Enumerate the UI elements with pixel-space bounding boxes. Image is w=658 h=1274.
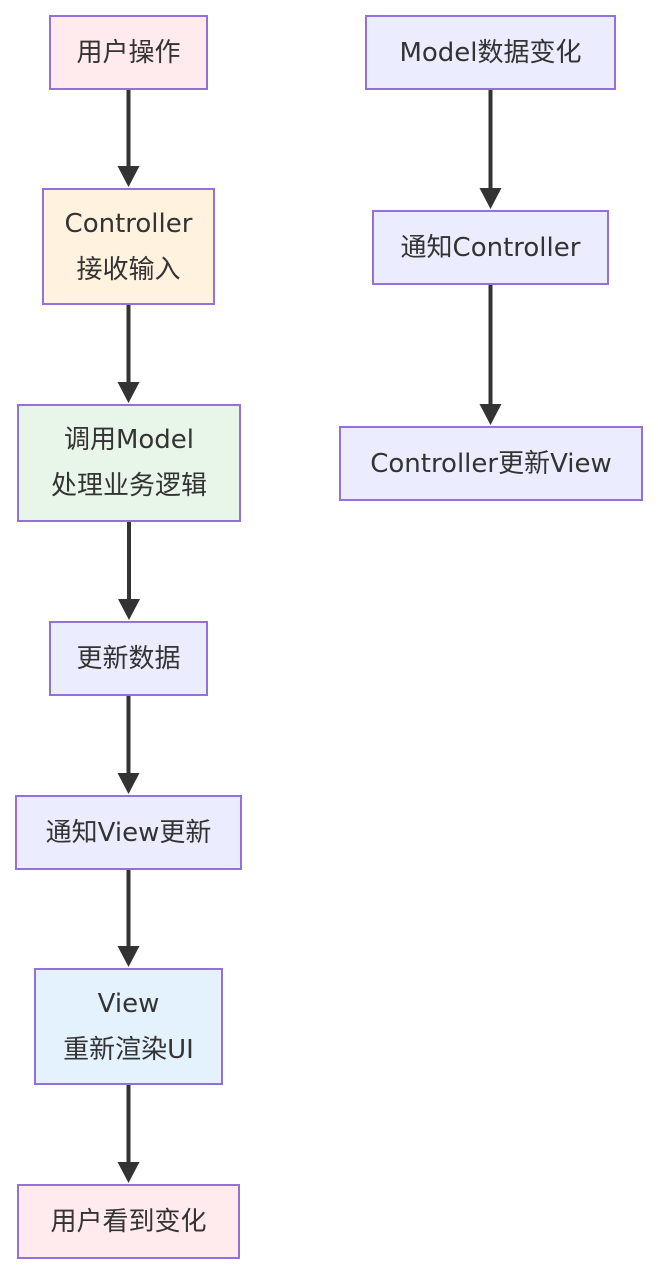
edge-n3-n4: [118, 522, 140, 620]
node-controller-update-view: Controller更新View: [339, 426, 643, 501]
edge-m2-m3: [479, 285, 502, 425]
edge-n5-n6: [117, 870, 140, 967]
edge-n2-n3: [117, 305, 140, 403]
node-label-line-2: 处理业务逻辑: [50, 471, 207, 501]
edge-n4-n5: [117, 696, 140, 794]
node-user-action: 用户操作: [49, 15, 208, 90]
node-label: 通知View更新: [45, 817, 212, 848]
edge-n1-n2: [117, 90, 140, 187]
arrowhead-icon: [117, 946, 140, 967]
node-notify-controller: 通知Controller: [372, 210, 609, 285]
node-label-line-2: 接收输入: [76, 254, 181, 285]
node-label: Model数据变化: [399, 37, 582, 68]
node-view-rerender-ui: View 重新渲染UI: [34, 968, 223, 1085]
node-notify-view-update: 通知View更新: [15, 795, 242, 870]
node-user-sees-change: 用户看到变化: [17, 1184, 240, 1259]
node-label: 更新数据: [76, 643, 181, 674]
arrowhead-icon: [479, 404, 502, 425]
node-label: 用户看到变化: [50, 1206, 207, 1237]
edge-m1-m2: [479, 90, 502, 209]
arrowhead-icon: [117, 773, 140, 794]
node-label-line-1: Controller: [64, 208, 193, 239]
node-update-data: 更新数据: [49, 621, 208, 696]
node-controller-receive-input: Controller 接收输入: [42, 188, 215, 305]
arrowhead-icon: [479, 188, 502, 209]
arrowhead-icon: [117, 382, 140, 403]
node-model-data-change: Model数据变化: [365, 15, 616, 90]
node-label: Controller更新View: [370, 448, 612, 479]
node-label: 通知Controller: [400, 232, 581, 263]
arrowhead-icon: [117, 166, 140, 187]
node-label-line-1: View: [97, 988, 160, 1019]
node-call-model-business-logic: 调用Model 处理业务逻辑: [17, 404, 241, 522]
node-label: 用户操作: [76, 37, 181, 68]
arrowhead-icon: [118, 599, 140, 620]
node-label-line-1: 调用Model: [63, 425, 195, 455]
edge-n6-n7: [117, 1085, 140, 1183]
node-label-line-2: 重新渲染UI: [63, 1034, 194, 1065]
arrowhead-icon: [117, 1162, 140, 1183]
